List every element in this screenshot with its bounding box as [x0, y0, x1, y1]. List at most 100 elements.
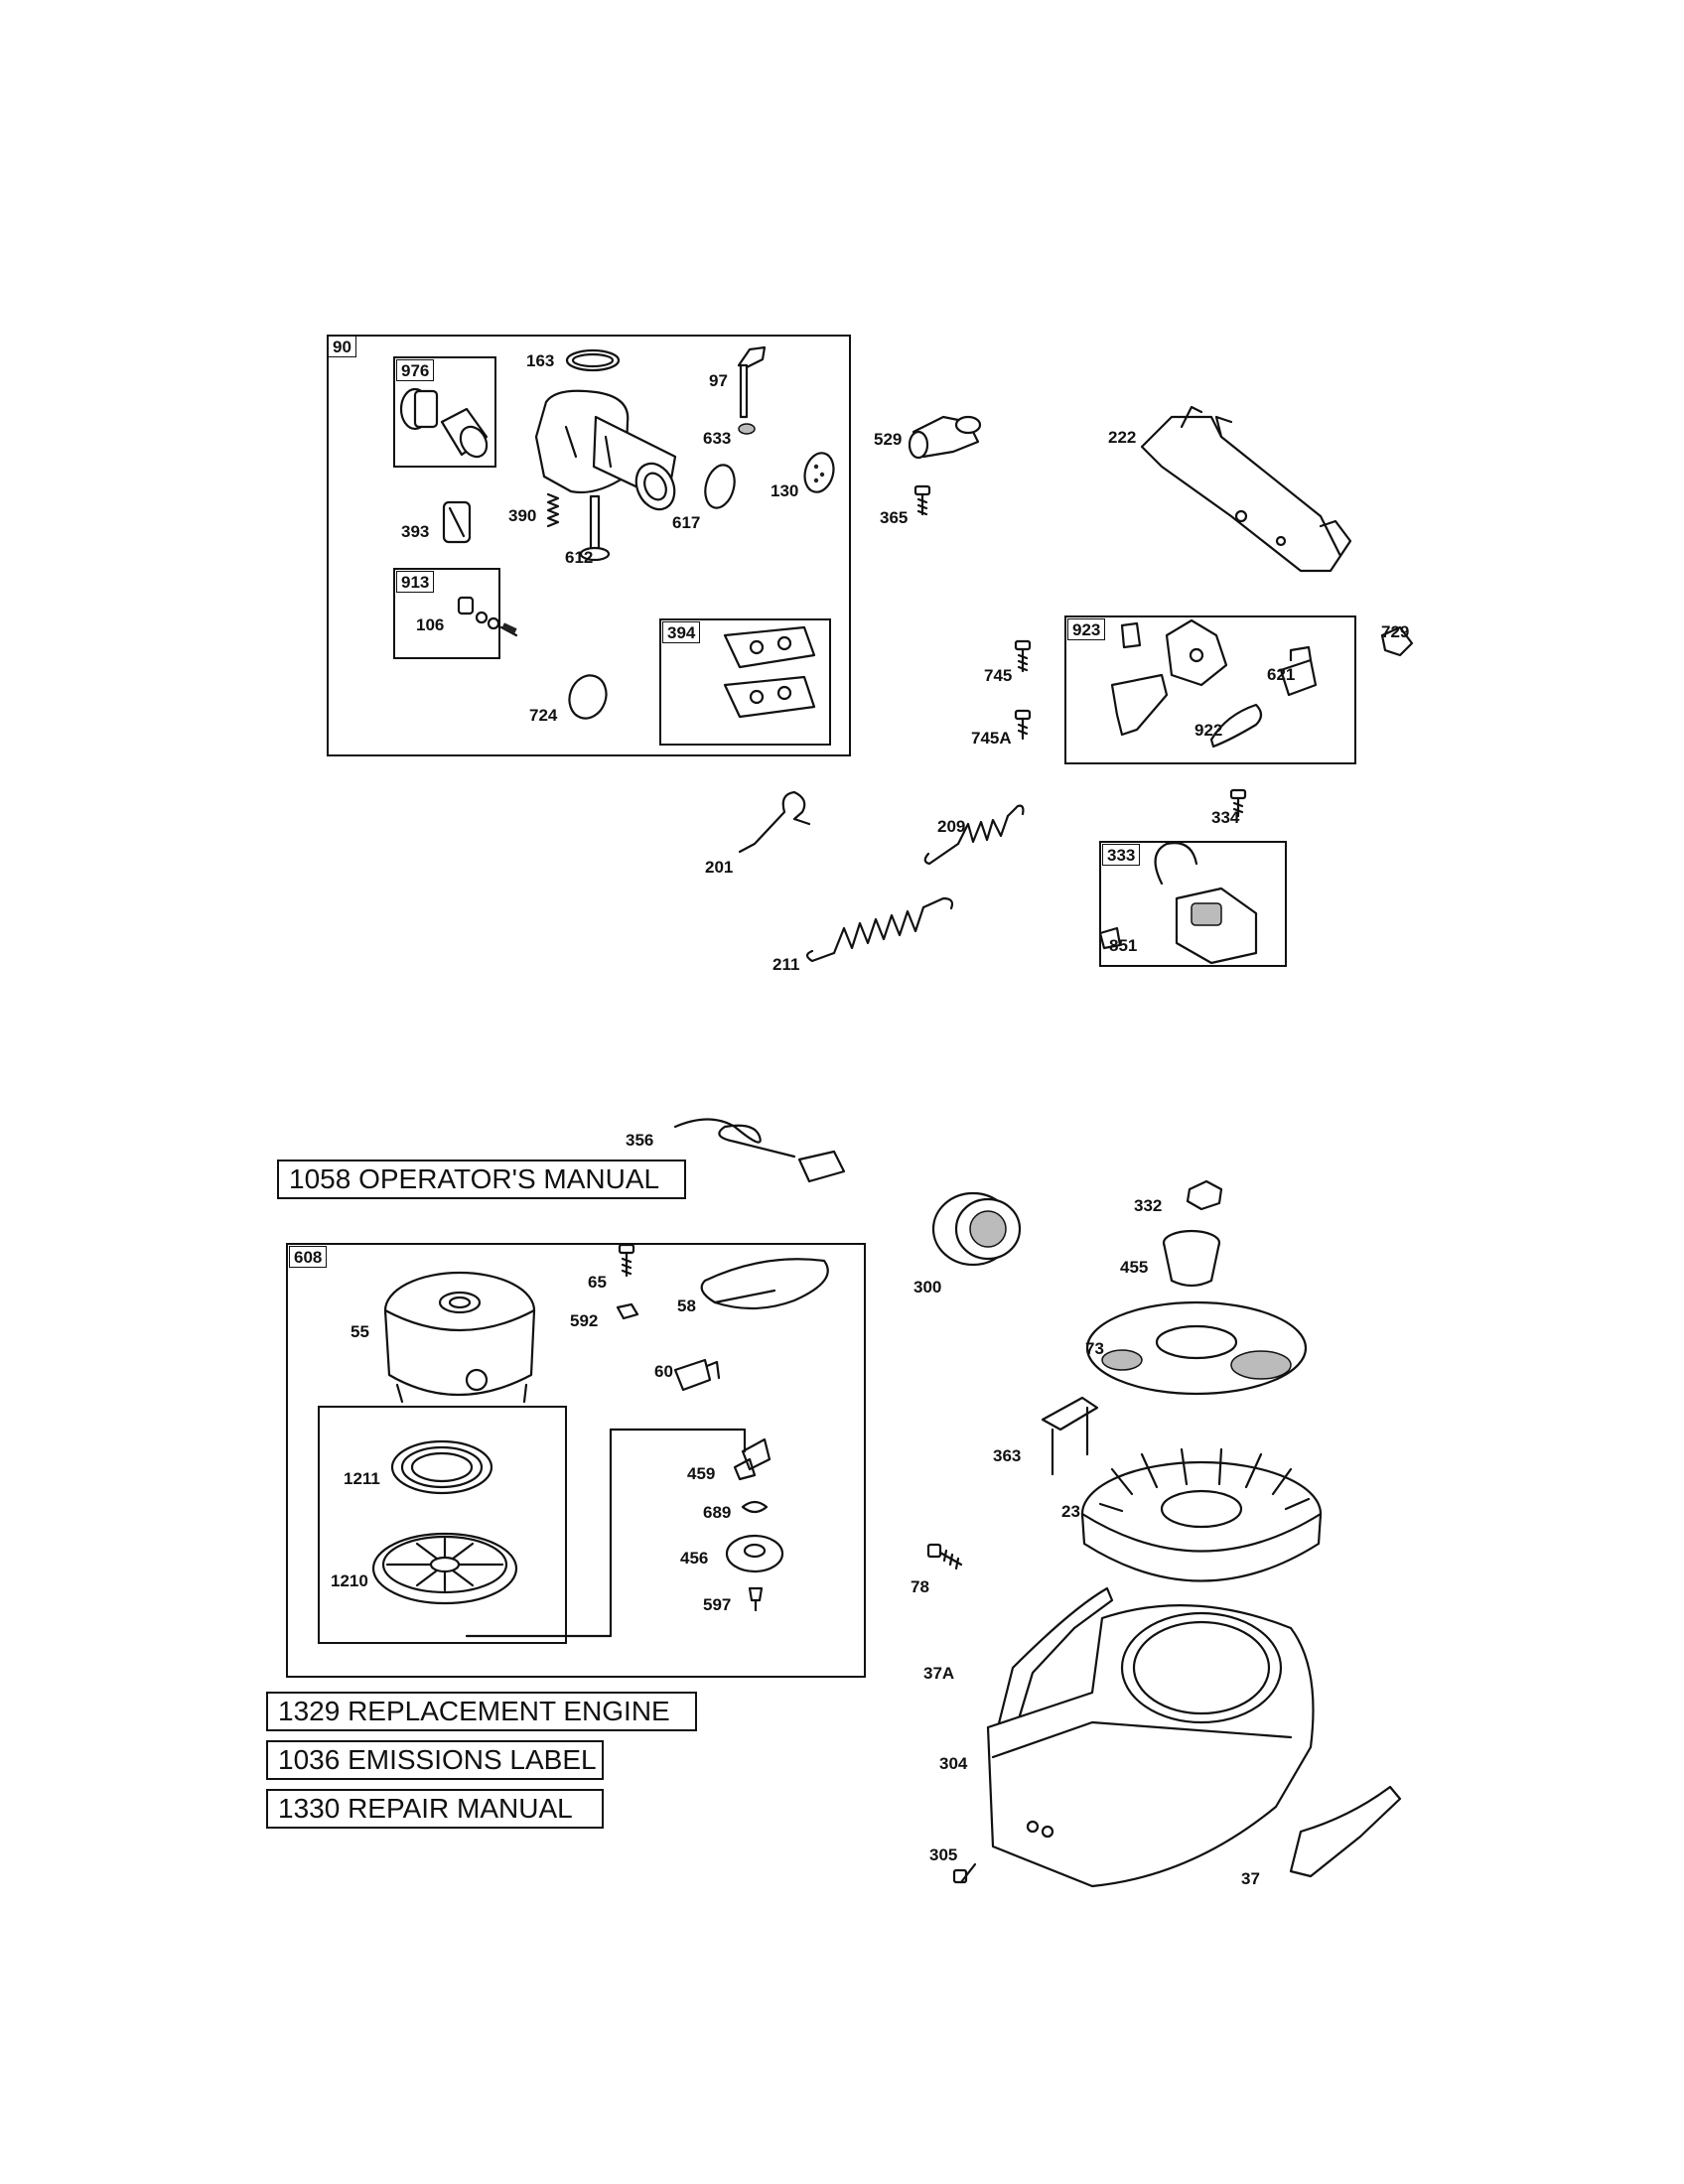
choke-shaft-drawing — [737, 345, 767, 435]
part-label: 1210 — [331, 1571, 368, 1590]
ground-wire-356-drawing — [673, 1118, 846, 1183]
baffle-37a-drawing — [996, 1586, 1114, 1734]
part-label: 60 — [654, 1362, 673, 1381]
baffle-37-drawing — [1289, 1785, 1402, 1878]
air-cleaner-adapter-frame — [393, 356, 496, 468]
part-label: 23 — [1061, 1502, 1080, 1521]
group-tag-ignition-armature: 333 — [1102, 844, 1141, 866]
ring-689-drawing — [741, 1500, 769, 1514]
part-label: 163 — [526, 351, 555, 370]
governor-link-201-drawing — [738, 790, 811, 854]
screen-73-drawing — [1085, 1300, 1308, 1396]
screw-365-drawing — [913, 484, 931, 516]
starter-linkage-lines — [465, 1428, 747, 1638]
part-label: 334 — [1211, 808, 1240, 827]
group-tag-carb-kit: 90 — [328, 336, 356, 357]
part-label: 363 — [993, 1446, 1022, 1465]
replacement-engine-box: 1329 REPLACEMENT ENGINE — [266, 1692, 697, 1731]
part-label: 393 — [401, 522, 430, 541]
operators-manual-box: 1058 OPERATOR'S MANUAL — [277, 1160, 686, 1199]
spring-209-drawing — [923, 804, 1025, 866]
jet-kit-drawing — [457, 596, 518, 637]
part-label: 597 — [703, 1595, 732, 1614]
part-label: 209 — [937, 817, 966, 836]
part-label: 745 — [984, 666, 1013, 685]
part-label: 689 — [703, 1503, 732, 1522]
rope-58-drawing — [700, 1258, 829, 1310]
part-label: 456 — [680, 1549, 709, 1568]
screw-597-drawing — [748, 1586, 764, 1612]
starter-housing-55-drawing — [383, 1271, 536, 1404]
gasket-set-frame — [659, 618, 831, 746]
plate-130-drawing — [803, 452, 835, 493]
part-label: 130 — [771, 481, 799, 500]
part-label: 729 — [1381, 622, 1410, 641]
part-label: 37 — [1241, 1869, 1260, 1888]
part-label: 305 — [929, 1845, 958, 1864]
part-label: 222 — [1108, 428, 1137, 447]
clip-621-drawing — [1279, 645, 1318, 697]
part-label: 592 — [570, 1311, 599, 1330]
clutch-455-drawing — [1162, 1229, 1221, 1288]
group-tag-air-cleaner-adapter: 976 — [396, 359, 435, 381]
part-label: 201 — [705, 858, 734, 877]
part-label: 529 — [874, 430, 903, 449]
part-label: 851 — [1109, 936, 1138, 955]
part-label: 745A — [971, 729, 1012, 748]
part-label: 390 — [508, 506, 537, 525]
part-label: 65 — [588, 1273, 607, 1292]
part-label: 724 — [529, 706, 558, 725]
control-bracket-222-drawing — [1140, 405, 1352, 573]
part-label: 73 — [1085, 1339, 1104, 1358]
nut-592-drawing — [616, 1302, 639, 1320]
part-label: 78 — [911, 1577, 929, 1596]
governor-control-drawing — [1110, 618, 1228, 737]
group-tag-gasket-set: 394 — [662, 621, 701, 643]
part-label: 211 — [772, 955, 800, 974]
o-ring-724-drawing — [568, 674, 608, 720]
starter-cup-300-drawing — [931, 1191, 1022, 1267]
part-label: 58 — [677, 1297, 696, 1315]
fuel-fitting-729-drawing — [1380, 625, 1414, 657]
part-label: 1211 — [344, 1469, 380, 1488]
emissions-label-box: 1036 EMISSIONS LABEL — [266, 1740, 604, 1780]
pulley-1210-drawing — [371, 1532, 518, 1605]
screw-305-drawing — [952, 1862, 977, 1884]
rewind-spring-1211-drawing — [390, 1439, 493, 1495]
starter-mount-363-drawing — [1041, 1396, 1099, 1476]
flywheel-23-drawing — [1080, 1447, 1323, 1582]
spring-390-drawing — [546, 492, 560, 528]
nut-332-drawing — [1186, 1179, 1223, 1211]
gasket-set-drawing — [723, 625, 816, 719]
retainer-456-drawing — [725, 1534, 784, 1573]
pawl-459-drawing — [733, 1437, 772, 1481]
part-label: 621 — [1267, 665, 1296, 684]
part-label: 365 — [880, 508, 909, 527]
fuel-cylinder-393-drawing — [442, 500, 472, 544]
part-label: 37A — [923, 1664, 955, 1683]
part-label: 55 — [351, 1322, 369, 1341]
starter-subassembly-frame — [318, 1406, 567, 1644]
screw-745-drawing — [1014, 639, 1032, 673]
group-tag-jet-kit: 913 — [396, 571, 435, 593]
spring-211-drawing — [805, 896, 954, 963]
jet-kit-frame — [393, 568, 500, 659]
part-label: 455 — [1120, 1258, 1149, 1277]
o-ring-617-drawing — [704, 464, 736, 509]
part-label: 617 — [672, 513, 701, 532]
blower-housing-304-drawing — [986, 1604, 1315, 1888]
governor-control-frame — [1064, 615, 1356, 764]
screw-334-drawing — [1229, 788, 1247, 818]
screw-78-drawing — [926, 1543, 963, 1570]
part-label: 633 — [703, 429, 732, 448]
ignition-armature-frame — [1099, 841, 1287, 967]
elbow-fitting-529-drawing — [908, 415, 982, 460]
handle-60-drawing — [673, 1358, 721, 1392]
air-cleaner-adapter-drawing — [399, 387, 489, 459]
group-tag-rewind-starter: 608 — [289, 1246, 328, 1268]
spring-922-drawing — [1209, 703, 1263, 749]
part-label: 922 — [1194, 721, 1223, 740]
carb-kit-frame — [327, 335, 851, 756]
part-label: 300 — [913, 1278, 942, 1297]
